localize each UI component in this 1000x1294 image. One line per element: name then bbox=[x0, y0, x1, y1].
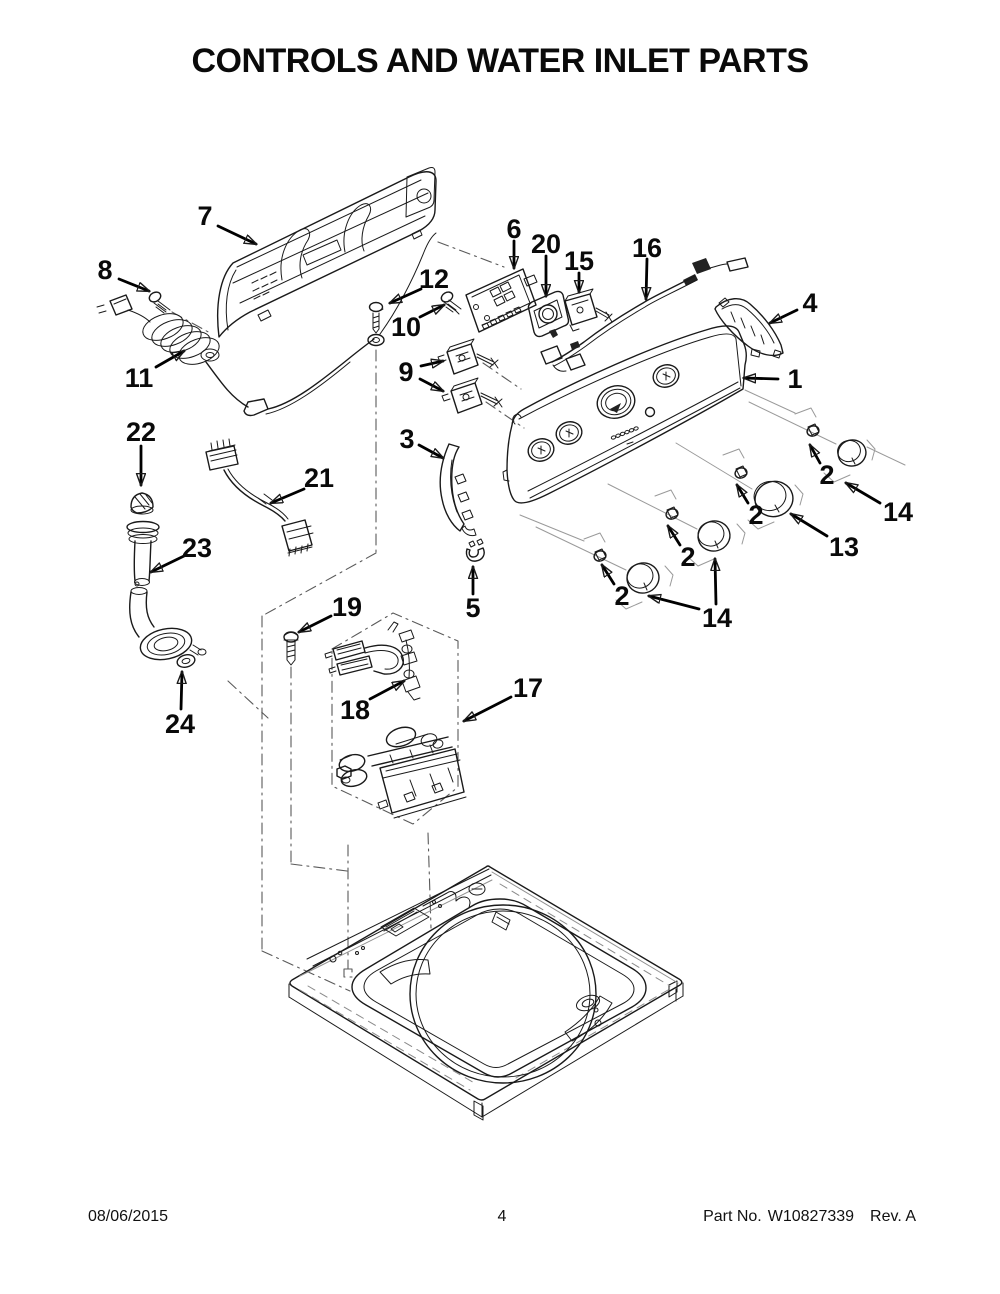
callout-label-2: 2 bbox=[614, 581, 629, 611]
callout-arrow-10 bbox=[418, 303, 444, 319]
callout-arrow-24 bbox=[181, 672, 182, 711]
part-8-screw bbox=[148, 291, 171, 314]
callout-arrow-18 bbox=[368, 679, 404, 701]
callout-label-7: 7 bbox=[197, 201, 212, 231]
footer-part-info: Part No. W10827339 Rev. A bbox=[506, 1208, 916, 1226]
callout-label-10: 10 bbox=[391, 312, 421, 342]
part-4-end-cap-right bbox=[714, 297, 784, 359]
callout-arrow-14 bbox=[846, 481, 882, 505]
callout-label-9: 9 bbox=[398, 357, 413, 387]
callout-arrow-4 bbox=[770, 308, 799, 325]
callout-arrow-1 bbox=[744, 378, 780, 379]
top-panel bbox=[288, 865, 684, 1121]
part-19-screw bbox=[283, 631, 299, 666]
part-12-screw-and-grommet bbox=[367, 232, 437, 347]
callout-label-15: 15 bbox=[564, 246, 594, 276]
callout-label-14: 14 bbox=[883, 497, 913, 527]
callout-label-5: 5 bbox=[465, 593, 480, 623]
part-18-sensor-assembly bbox=[324, 621, 421, 701]
part-17-inlet-valve-assembly bbox=[336, 726, 467, 819]
footer-revision: Rev. A bbox=[870, 1208, 916, 1225]
part-1-console-panel bbox=[502, 325, 747, 504]
callout-label-18: 18 bbox=[340, 695, 370, 725]
callout-arrow-23 bbox=[151, 554, 186, 574]
callout-label-1: 1 bbox=[787, 364, 802, 394]
footer-part-label: Part No. bbox=[703, 1208, 762, 1225]
page-footer: 08/06/2015 4 Part No. W10827339 Rev. A bbox=[0, 1208, 1000, 1226]
parts-22-23-24-hose bbox=[126, 492, 207, 668]
callout-arrow-21 bbox=[271, 487, 306, 505]
parts-2-13-14-knobs bbox=[519, 389, 906, 610]
callout-arrow-2 bbox=[600, 565, 616, 586]
callout-arrow-14 bbox=[649, 596, 701, 611]
callout-arrow-12 bbox=[390, 287, 423, 305]
callout-label-19: 19 bbox=[332, 592, 362, 622]
part-15-switch bbox=[564, 288, 613, 332]
callout-arrow-19 bbox=[299, 614, 333, 634]
callout-label-13: 13 bbox=[829, 532, 859, 562]
callout-label-4: 4 bbox=[802, 288, 817, 318]
callout-label-2: 2 bbox=[819, 460, 834, 490]
callout-arrow-13 bbox=[791, 512, 829, 538]
callout-arrow-8 bbox=[117, 277, 149, 293]
callout-label-2: 2 bbox=[680, 542, 695, 572]
footer-page-number: 4 bbox=[497, 1208, 507, 1225]
callout-arrow-9 bbox=[418, 377, 443, 393]
callout-arrow-2 bbox=[808, 445, 822, 465]
callout-label-23: 23 bbox=[182, 533, 212, 563]
callout-label-21: 21 bbox=[304, 463, 334, 493]
footer-date: 08/06/2015 bbox=[88, 1208, 169, 1225]
callout-arrow-2 bbox=[735, 485, 750, 505]
callout-arrow-9 bbox=[419, 361, 443, 366]
callout-arrow-16 bbox=[646, 257, 647, 299]
part-16-wire-harness bbox=[540, 257, 749, 372]
part-3-end-cap-left bbox=[439, 443, 477, 537]
projection-lines bbox=[171, 241, 525, 992]
callout-label-3: 3 bbox=[399, 424, 414, 454]
callout-arrow-7 bbox=[216, 224, 256, 246]
callout-arrow-14 bbox=[715, 559, 716, 606]
part-7-rear-panel bbox=[216, 167, 437, 338]
part-20-bracket-plate bbox=[527, 290, 570, 338]
callout-arrow-11 bbox=[154, 349, 184, 369]
callout-label-2: 2 bbox=[748, 500, 763, 530]
callout-label-6: 6 bbox=[506, 214, 521, 244]
part-21-harness bbox=[205, 438, 314, 557]
callout-arrow-3 bbox=[417, 443, 443, 460]
callout-label-8: 8 bbox=[97, 255, 112, 285]
part-9-switches bbox=[437, 338, 503, 414]
part-10-screw bbox=[440, 291, 462, 315]
callout-arrow-17 bbox=[464, 695, 513, 723]
callout-arrow-2 bbox=[666, 526, 682, 547]
callout-label-22: 22 bbox=[126, 417, 156, 447]
part-6-control-board bbox=[465, 268, 538, 333]
callout-label-20: 20 bbox=[531, 229, 561, 259]
page-title: CONTROLS AND WATER INLET PARTS bbox=[191, 42, 809, 80]
callout-label-17: 17 bbox=[513, 673, 543, 703]
callout-label-12: 12 bbox=[419, 264, 449, 294]
callout-label-24: 24 bbox=[165, 709, 195, 739]
part-11-power-cord bbox=[96, 294, 375, 417]
callout-label-16: 16 bbox=[632, 233, 662, 263]
footer-part-number: W10827339 bbox=[767, 1208, 855, 1225]
callout-label-11: 11 bbox=[125, 363, 154, 393]
part-5-clip bbox=[465, 538, 485, 562]
callout-label-14: 14 bbox=[702, 603, 732, 633]
